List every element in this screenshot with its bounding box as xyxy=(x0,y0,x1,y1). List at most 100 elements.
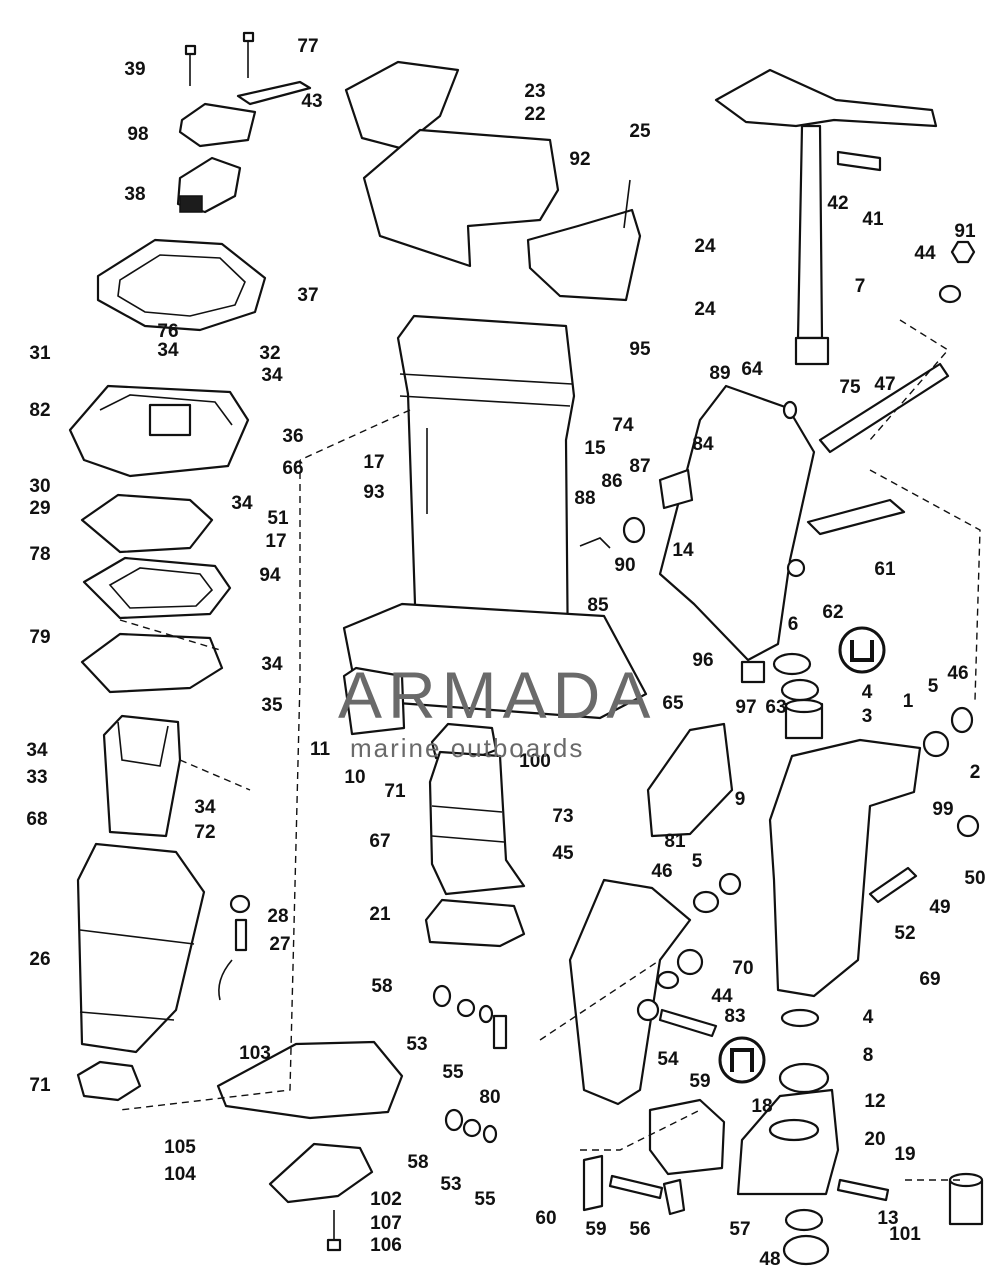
callout-10: 10 xyxy=(344,767,365,788)
callout-38: 38 xyxy=(124,184,145,205)
bracket-64 xyxy=(658,384,816,662)
bracket-43 xyxy=(236,80,312,106)
callout-70: 70 xyxy=(732,958,753,979)
callout-34: 34 xyxy=(231,493,253,514)
callout-26: 26 xyxy=(29,949,50,970)
callout-12: 12 xyxy=(864,1091,885,1112)
bolt-59-upper xyxy=(658,1008,718,1038)
callout-34: 34 xyxy=(194,797,216,818)
reed-plate-29 xyxy=(80,493,214,554)
callout-88: 88 xyxy=(574,488,595,509)
bolt-106 xyxy=(326,1210,342,1252)
assembly-lines xyxy=(119,319,981,1181)
callout-1: 1 xyxy=(903,691,914,712)
callout-3: 3 xyxy=(862,706,873,727)
callout-67: 67 xyxy=(369,831,390,852)
callout-9: 9 xyxy=(735,789,746,810)
callout-105: 105 xyxy=(164,1137,196,1158)
callout-79: 79 xyxy=(29,627,50,648)
gasket-37 xyxy=(96,238,267,332)
callout-45: 45 xyxy=(552,843,574,864)
washer-46-lower xyxy=(692,890,720,914)
callout-33: 33 xyxy=(26,767,47,788)
callout-107: 107 xyxy=(370,1213,402,1234)
callout-61: 61 xyxy=(874,559,896,580)
steering-arm-7 xyxy=(714,68,938,366)
bushing-58-upper xyxy=(432,984,452,1008)
callout-71: 71 xyxy=(29,1075,51,1096)
callout-53: 53 xyxy=(406,1034,427,1055)
callout-34: 34 xyxy=(157,340,179,361)
callout-28: 28 xyxy=(267,906,288,927)
washer-55-lower xyxy=(482,1124,498,1144)
callout-82: 82 xyxy=(29,400,50,421)
callout-21: 21 xyxy=(369,904,391,925)
washer-44-upper xyxy=(938,284,962,304)
callout-48: 48 xyxy=(759,1249,780,1270)
cam-84 xyxy=(658,468,694,510)
washer-46-upper xyxy=(950,706,974,734)
callout-65: 65 xyxy=(662,693,684,714)
tilt-tube-47 xyxy=(818,362,950,454)
cover-23 xyxy=(344,60,460,150)
callout-66: 66 xyxy=(282,458,303,479)
callout-50: 50 xyxy=(964,868,985,889)
callout-55: 55 xyxy=(474,1189,496,1210)
callout-81: 81 xyxy=(664,831,686,852)
bolt-39 xyxy=(184,44,197,86)
callout-72: 72 xyxy=(194,822,215,843)
callout-74: 74 xyxy=(612,415,634,436)
callout-24: 24 xyxy=(694,236,716,257)
callout-55: 55 xyxy=(442,1062,464,1083)
callout-37: 37 xyxy=(297,285,318,306)
callout-91: 91 xyxy=(954,221,976,242)
callout-85: 85 xyxy=(587,595,609,616)
callout-5: 5 xyxy=(928,676,939,697)
callout-7: 7 xyxy=(855,276,866,297)
callout-58: 58 xyxy=(371,976,392,997)
callout-97: 97 xyxy=(735,697,756,718)
bolt-77 xyxy=(242,31,255,78)
callout-24: 24 xyxy=(694,299,716,320)
bushing-3 xyxy=(784,698,824,740)
block-96 xyxy=(740,660,766,684)
callout-2: 2 xyxy=(970,762,981,783)
callout-92: 92 xyxy=(569,149,590,170)
callout-34: 34 xyxy=(26,740,48,761)
callout-18: 18 xyxy=(751,1096,772,1117)
callout-73: 73 xyxy=(552,806,573,827)
callout-8: 8 xyxy=(863,1045,874,1066)
callout-35: 35 xyxy=(261,695,283,716)
clamp-bracket-45 xyxy=(568,878,692,1106)
grease-symbol-upper xyxy=(838,626,886,674)
washer-54 xyxy=(636,998,660,1022)
callout-54: 54 xyxy=(657,1049,679,1070)
callout-80: 80 xyxy=(479,1087,500,1108)
nut-91 xyxy=(950,240,976,264)
bracket-56 xyxy=(662,1178,686,1216)
spring-86 xyxy=(622,516,646,544)
bushing-83 xyxy=(656,970,680,990)
exhaust-housing-15 xyxy=(396,314,576,678)
callout-20: 20 xyxy=(864,1129,885,1150)
callout-42: 42 xyxy=(827,193,848,214)
callout-23: 23 xyxy=(524,81,545,102)
exhaust-tube-68 xyxy=(102,714,182,838)
watermark-tagline: marine outboards xyxy=(350,733,584,763)
bushing-58-lower xyxy=(444,1108,464,1132)
callout-34: 34 xyxy=(261,654,283,675)
callout-29: 29 xyxy=(29,498,50,519)
exhaust-housing-26 xyxy=(76,842,206,1054)
seal-71-left xyxy=(76,1060,142,1102)
callout-46: 46 xyxy=(947,663,968,684)
callout-47: 47 xyxy=(874,374,895,395)
bracket-65 xyxy=(646,722,734,838)
callout-93: 93 xyxy=(363,482,384,503)
callout-15: 15 xyxy=(584,438,606,459)
adapter-30 xyxy=(68,384,250,478)
pin-49 xyxy=(868,866,918,904)
callout-77: 77 xyxy=(297,36,318,57)
grease-symbol-lower xyxy=(718,1036,766,1084)
callout-30: 30 xyxy=(29,476,50,497)
link-80 xyxy=(492,1014,508,1050)
